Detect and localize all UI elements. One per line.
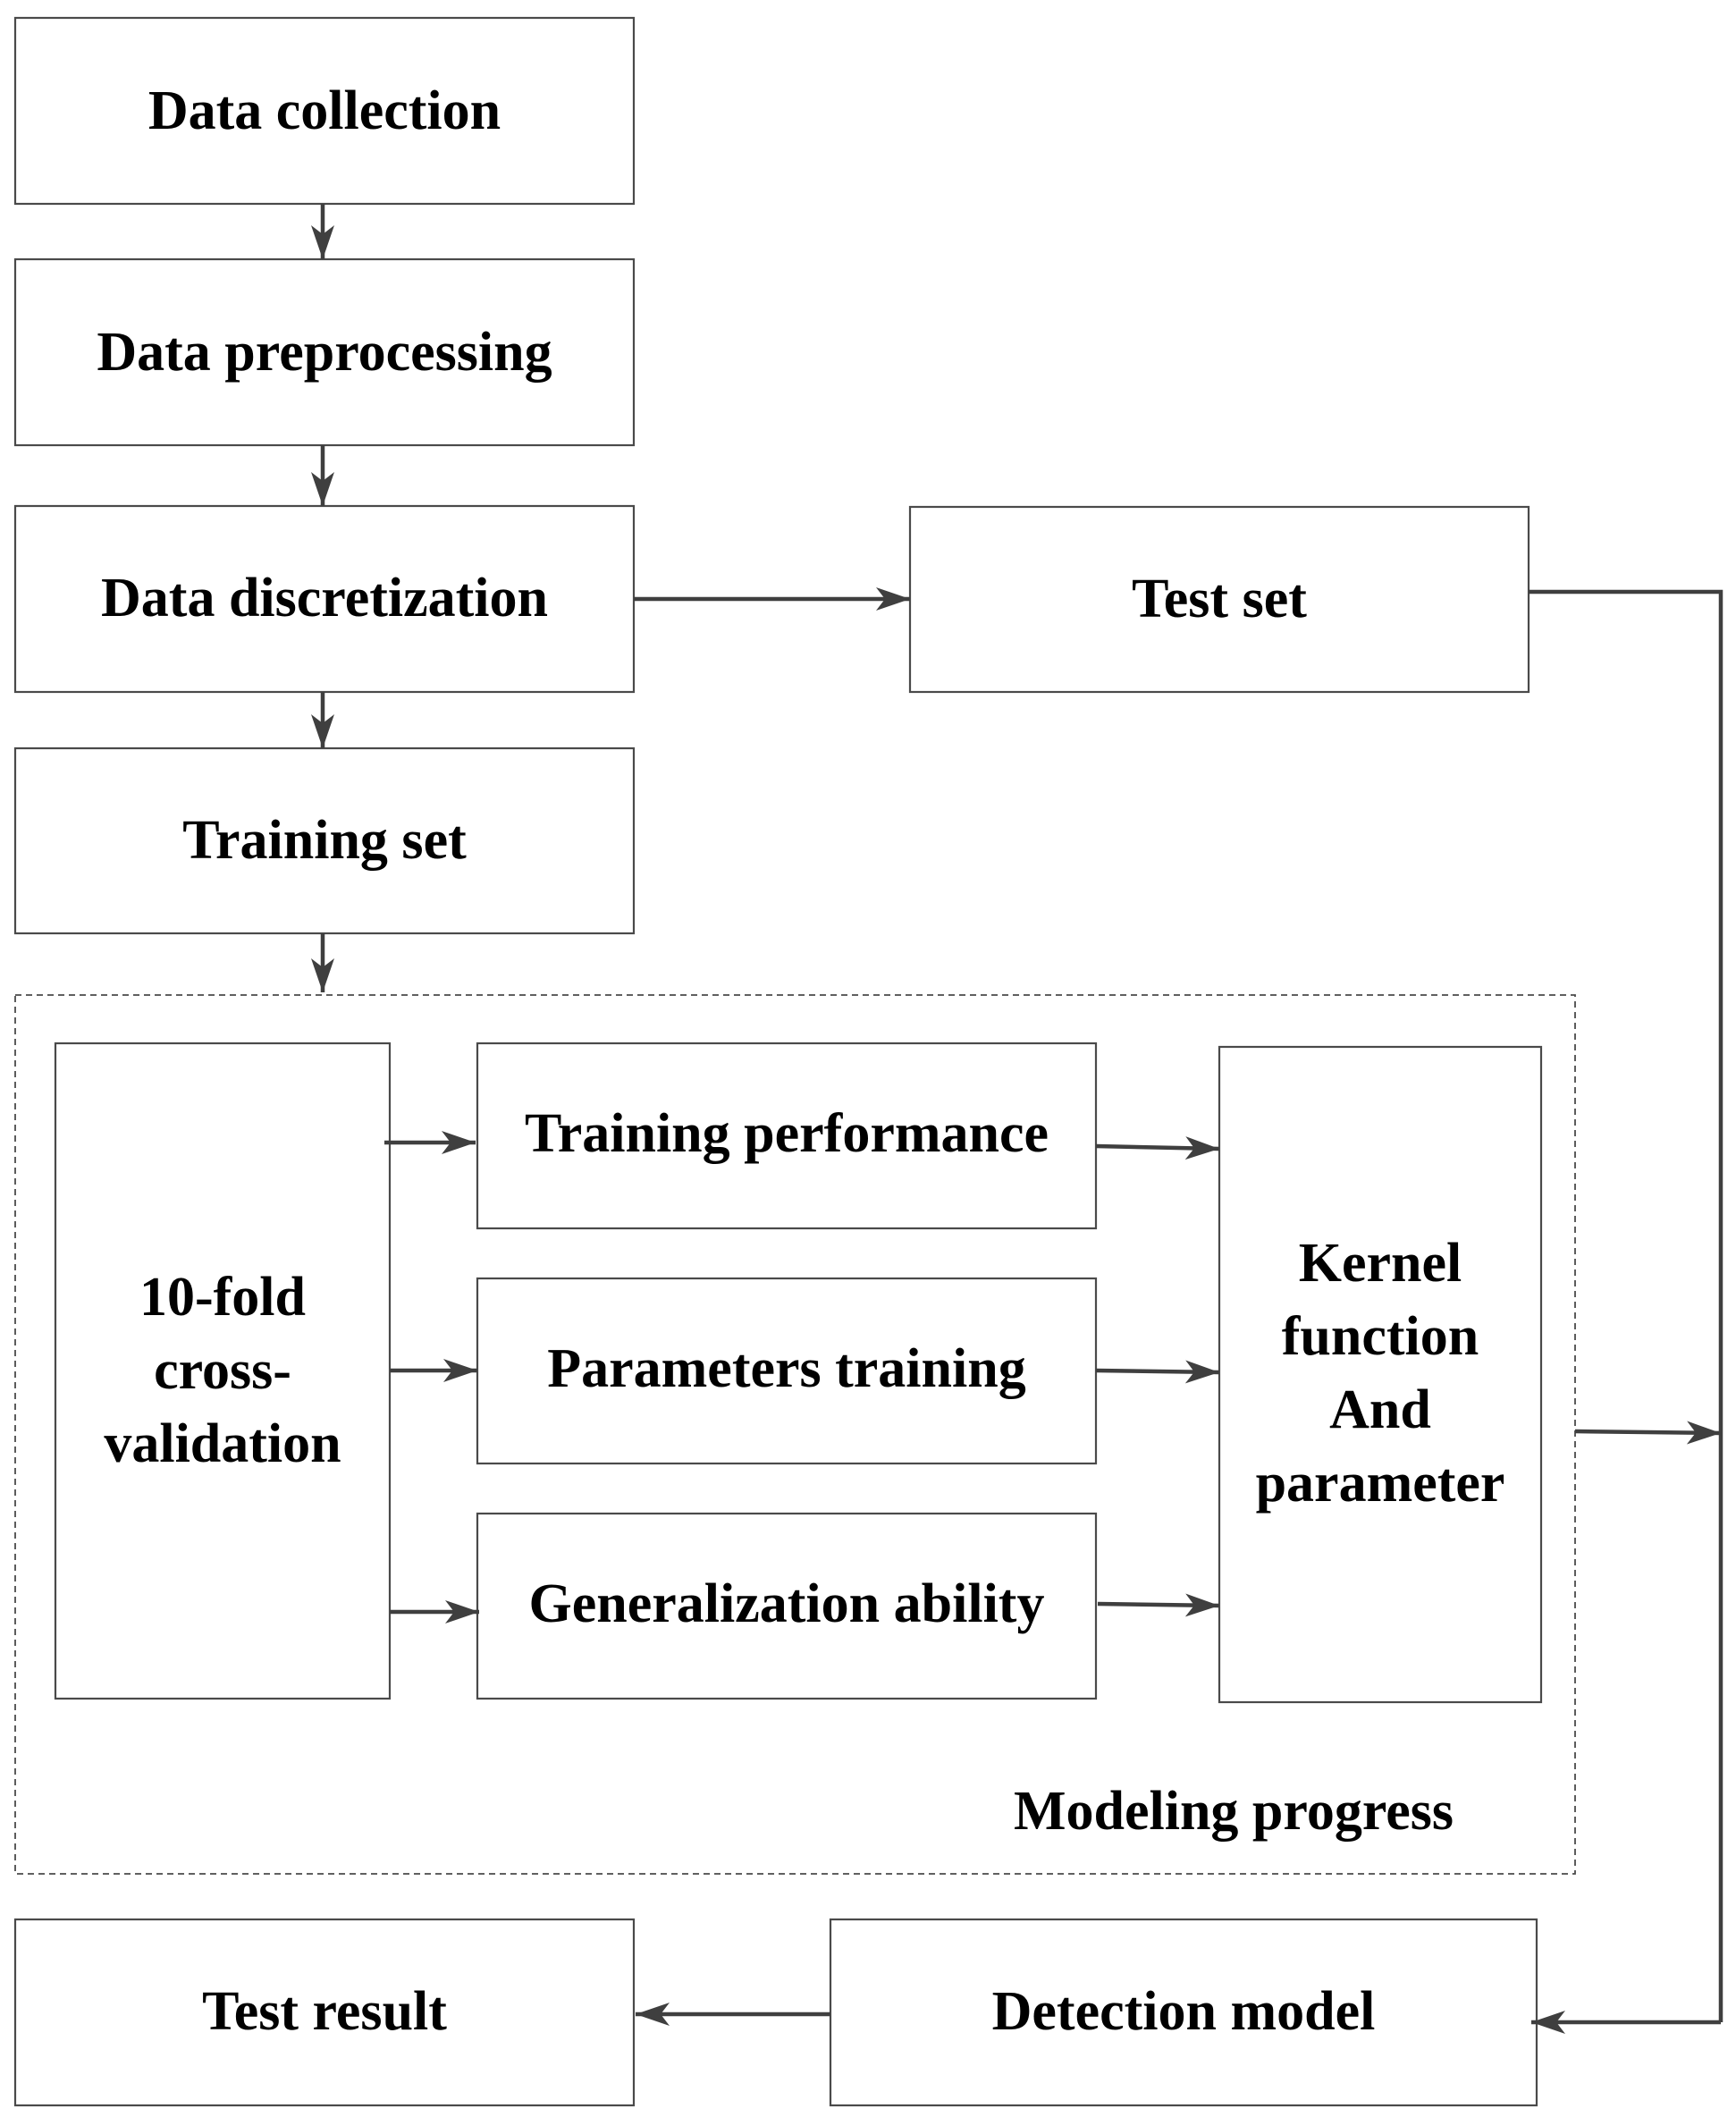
detection-model-node: Detection model bbox=[829, 1918, 1538, 2107]
data-preprocessing-node: Data preprocessing bbox=[13, 257, 636, 447]
arrow-generalization-to-kernel bbox=[1097, 1593, 1220, 1617]
arrow-training-performance-to-kernel bbox=[1095, 1136, 1220, 1160]
data-discretization-node: Data discretization bbox=[13, 504, 636, 694]
cross-validation-line-2: cross- bbox=[154, 1340, 291, 1401]
detection-model-label: Detection model bbox=[992, 1981, 1376, 2042]
test-result-label: Test result bbox=[202, 1981, 447, 2042]
data-discretization-label: Data discretization bbox=[101, 568, 548, 628]
test-set-label: Test set bbox=[1132, 569, 1307, 629]
data-preprocessing-label: Data preprocessing bbox=[97, 322, 552, 383]
generalization-ability-node: Generalization ability bbox=[476, 1512, 1098, 1700]
test-result-node: Test result bbox=[13, 1918, 636, 2107]
training-performance-label: Training performance bbox=[525, 1103, 1049, 1164]
connector-test-set-to-right-rail bbox=[1529, 589, 1723, 2022]
kernel-function-node: Kernel function And parameter bbox=[1218, 1045, 1543, 1704]
kernel-function-line-2: function bbox=[1282, 1306, 1479, 1367]
parameters-training-node: Parameters training bbox=[476, 1277, 1098, 1465]
kernel-function-line-4: parameter bbox=[1256, 1453, 1505, 1514]
arrow-parameters-training-to-kernel bbox=[1095, 1360, 1220, 1384]
training-performance-node: Training performance bbox=[476, 1042, 1098, 1230]
modeling-progress-label: Modeling progress bbox=[1014, 1781, 1454, 1842]
generalization-ability-label: Generalization ability bbox=[529, 1573, 1045, 1634]
test-set-node: Test set bbox=[908, 505, 1530, 694]
arrow-kernel-to-right-rail bbox=[1574, 1421, 1722, 1445]
training-set-label: Training set bbox=[182, 810, 467, 871]
data-collection-node: Data collection bbox=[13, 16, 636, 206]
modeling-progress-group bbox=[14, 994, 1576, 1875]
data-collection-label: Data collection bbox=[148, 80, 501, 141]
training-set-node: Training set bbox=[13, 746, 636, 935]
cross-validation-line-1: 10-fold bbox=[139, 1267, 306, 1328]
cross-validation-node: 10-fold cross- validation bbox=[54, 1042, 392, 1700]
kernel-function-line-3: And bbox=[1329, 1379, 1431, 1440]
cross-validation-line-3: validation bbox=[104, 1413, 341, 1474]
kernel-function-line-1: Kernel bbox=[1299, 1233, 1462, 1294]
parameters-training-label: Parameters training bbox=[547, 1338, 1025, 1399]
